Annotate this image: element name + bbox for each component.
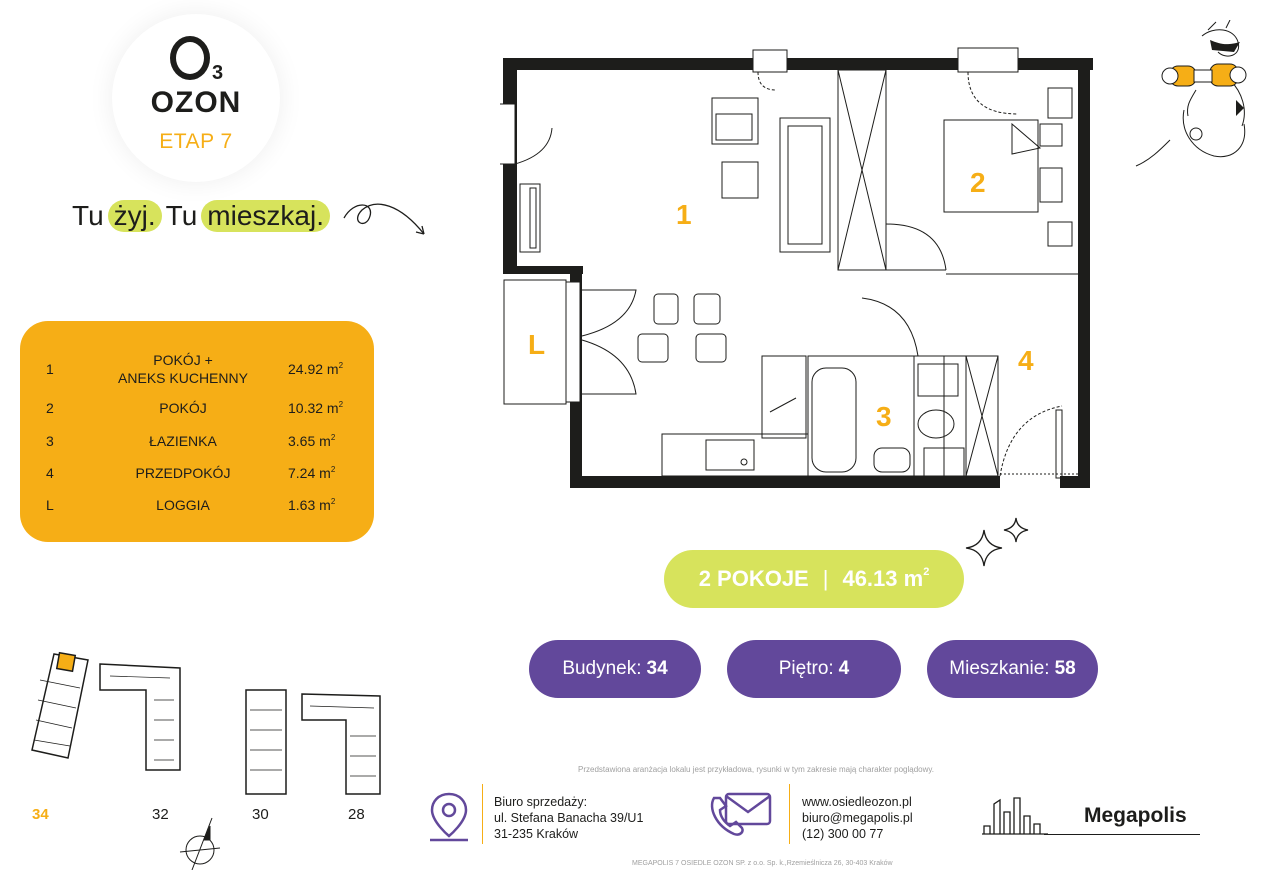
room-number: 4: [46, 465, 54, 481]
phone-number[interactable]: (12) 300 00 77: [802, 827, 884, 841]
room-row-3: 3 ŁAZIENKA 3.65 m2: [20, 432, 374, 450]
room-area: 7.24 m2: [288, 465, 336, 481]
room-area: 1.63 m2: [288, 497, 336, 513]
logo-etap: ETAP 7: [159, 130, 233, 153]
apartment-badge: Mieszkanie: 58: [927, 640, 1098, 698]
room-area-table: 1 POKÓJ + ANEKS KUCHENNY 24.92 m2 2 POKÓ…: [20, 321, 374, 542]
company-footer-text: MEGAPOLIS 7 OSIEDLE OZON SP. z o.o. Sp. …: [632, 860, 893, 867]
slogan-part1: Tu: [72, 200, 104, 231]
room-area: 10.32 m2: [288, 400, 344, 416]
floor-label: Piętro:: [778, 658, 834, 679]
building-badge: Budynek: 34: [529, 640, 701, 698]
room-name: ŁAZIENKA: [149, 433, 217, 449]
room-area: 24.92 m2: [288, 361, 344, 377]
room-name: LOGGIA: [156, 497, 210, 513]
phone-mail-icon: [710, 792, 772, 836]
logo-name: OZON: [150, 86, 242, 119]
apartment-value: 58: [1054, 658, 1076, 679]
brand-name: Megapolis: [1084, 804, 1187, 827]
summary-separator: |: [822, 566, 829, 591]
slogan-part2: Tu: [165, 200, 198, 231]
plan-label-room2: 2: [970, 167, 986, 198]
slogan: Tu żyj. Tu mieszkaj.: [72, 200, 330, 232]
building-value: 34: [646, 658, 668, 679]
building-label-30: 30: [252, 806, 269, 823]
office-street: ul. Stefana Banacha 39/U1: [494, 811, 644, 825]
plan-label-loggia: L: [528, 329, 545, 360]
floor-badge: Piętro: 4: [727, 640, 901, 698]
contact-info: www.osiedleozon.pl biuro@megapolis.pl (1…: [802, 794, 913, 842]
floor-value: 4: [838, 658, 850, 679]
o3-mark: 3: [170, 36, 230, 92]
slogan-highlight-2: mieszkaj.: [201, 200, 330, 232]
office-title: Biuro sprzedaży:: [494, 795, 588, 809]
email-link[interactable]: biuro@megapolis.pl: [802, 811, 913, 825]
building-label-28: 28: [348, 806, 365, 823]
ozon-logo: 3 OZON ETAP 7: [112, 14, 280, 182]
floor-plan: 1 2 3 4 L: [500, 47, 1093, 488]
skyline-icon: [982, 797, 1048, 835]
apartment-label: Mieszkanie:: [949, 658, 1050, 679]
room-name: PRZEDPOKÓJ: [135, 465, 231, 481]
room-number: 3: [46, 433, 54, 449]
website-link[interactable]: www.osiedleozon.pl: [802, 795, 912, 809]
room-name: POKÓJ: [159, 400, 207, 416]
room-name-line2: ANEKS KUCHENNY: [118, 370, 248, 386]
building-label: Budynek:: [562, 658, 642, 679]
room-row-1: 1 POKÓJ + ANEKS KUCHENNY 24.92 m2: [20, 351, 374, 387]
plan-label-room4: 4: [1018, 345, 1034, 376]
slogan-highlight-1: żyj.: [107, 200, 162, 232]
character-binoculars-illustration: [1135, 20, 1247, 167]
disclaimer-text: Przedstawiona aranżacja lokalu jest przy…: [578, 765, 935, 774]
divider: [789, 784, 790, 844]
room-area: 3.65 m2: [288, 433, 336, 449]
sales-office: Biuro sprzedaży: ul. Stefana Banacha 39/…: [494, 794, 643, 842]
divider: [482, 784, 483, 844]
summary-area: 46.13 m2: [842, 566, 930, 591]
apartment-summary-badge: 2 POKOJE | 46.13 m2: [664, 550, 964, 608]
swirl-arrow-icon: [343, 203, 425, 235]
room-row-2: 2 POKÓJ 10.32 m2: [20, 399, 374, 417]
building-label-34: 34: [32, 806, 49, 823]
sparkle-icon: [965, 517, 1029, 567]
o3-subscript: 3: [212, 62, 224, 84]
room-number: 2: [46, 400, 54, 416]
room-row-4: 4 PRZEDPOKÓJ 7.24 m2: [20, 464, 374, 482]
megapolis-logo: Megapolis: [982, 796, 1202, 838]
building-label-32: 32: [152, 806, 169, 823]
summary-rooms: 2 POKOJE: [698, 566, 809, 591]
room-number: 1: [46, 361, 54, 377]
room-number: L: [46, 497, 54, 513]
location-pin-icon: [430, 792, 468, 842]
room-name: POKÓJ + ANEKS KUCHENNY: [88, 351, 278, 387]
plan-label-room1: 1: [676, 199, 692, 230]
room-name-line1: POKÓJ +: [153, 352, 213, 368]
office-city: 31-235 Kraków: [494, 827, 579, 841]
buildings-site-map: [31, 651, 381, 870]
plan-label-room3: 3: [876, 401, 892, 432]
room-row-L: L LOGGIA 1.63 m2: [20, 496, 374, 514]
